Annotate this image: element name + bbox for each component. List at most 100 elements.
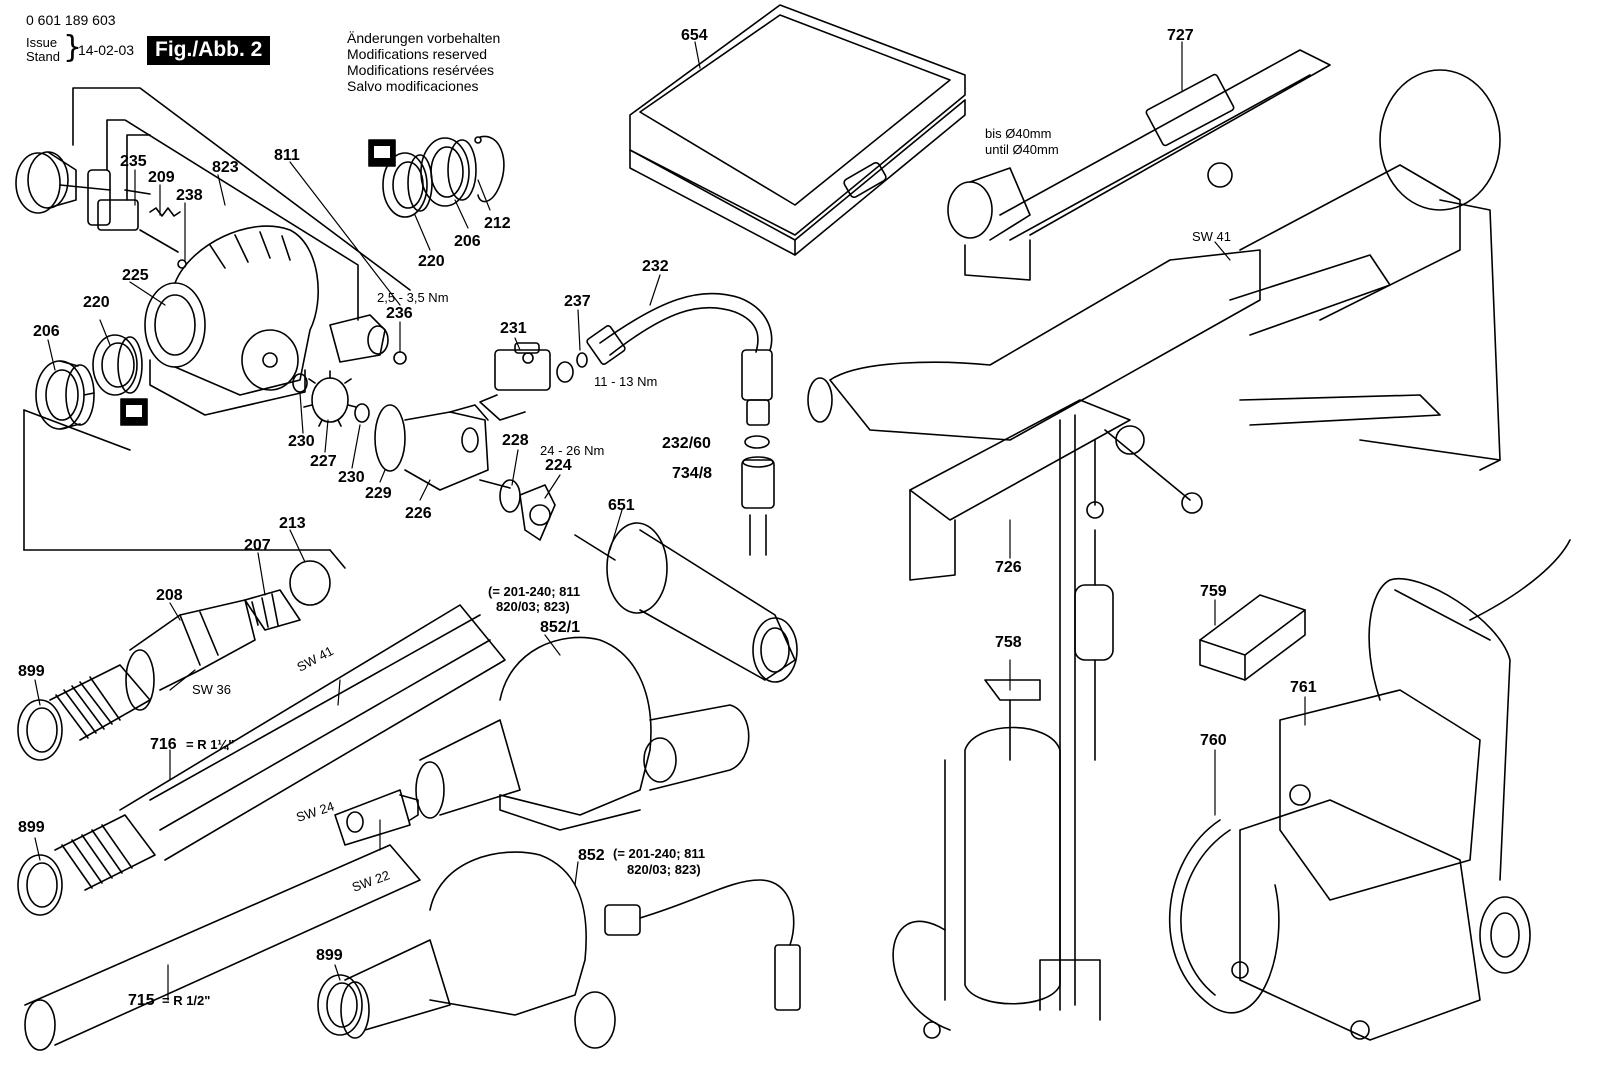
extension-tube-716	[119, 604, 506, 861]
issue-date: 14-02-03	[78, 42, 135, 58]
sw22-label: SW 22	[350, 867, 392, 894]
until-40mm: until Ø40mm	[985, 142, 1059, 157]
issue-labels: Issue Stand	[26, 36, 60, 64]
torque-224: 24 - 26 Nm	[540, 443, 604, 458]
sw36-label: SW 36	[192, 682, 231, 697]
label-231: 231	[500, 320, 527, 337]
note-852-1-line2: 820/03; 823)	[496, 599, 570, 614]
label-651: 651	[608, 497, 635, 514]
label-232: 232	[642, 258, 669, 275]
sw41-tool-label: SW 41	[1192, 229, 1231, 244]
hose-232	[586, 292, 773, 426]
side-handle-651	[574, 522, 798, 683]
label-716: 716	[150, 736, 177, 753]
threaded-end-899b	[17, 814, 156, 916]
leader-lines	[34, 41, 1306, 1001]
sw41-tube-label: SW 41	[294, 643, 335, 675]
carry-case-654	[629, 4, 966, 256]
label-759: 759	[1200, 583, 1227, 600]
vacuum-hose-760	[1168, 539, 1571, 1014]
issue-label: Issue	[26, 35, 58, 50]
seal-ring-206-upper	[420, 137, 477, 207]
label-220-upper: 220	[418, 253, 445, 270]
label-225: 225	[122, 267, 149, 284]
adapter-sw24	[334, 789, 419, 846]
label-220-left: 220	[83, 294, 110, 311]
label-899-a: 899	[18, 663, 45, 680]
oring-237	[576, 352, 588, 368]
circlip-212	[474, 135, 505, 203]
label-758: 758	[995, 634, 1022, 651]
selector-mechanism	[87, 169, 187, 269]
label-237: 237	[564, 293, 591, 310]
label-761: 761	[1290, 679, 1317, 696]
label-238: 238	[176, 187, 203, 204]
label-224: 224	[545, 457, 572, 474]
seal-ring-220-left	[92, 334, 143, 396]
threaded-end-899a	[17, 664, 151, 761]
label-209: 209	[148, 169, 175, 186]
part-number-labels: 654 727 811 823 235 209 238 212 206 220 …	[18, 27, 1317, 1009]
oring-213	[289, 560, 331, 606]
note-852-line2: 820/03; 823)	[627, 862, 701, 877]
thread-716: = R 1¼"	[186, 737, 234, 752]
figure-label: Fig./Abb. 2	[147, 36, 271, 65]
label-654: 654	[681, 27, 708, 44]
water-line-gauge	[1074, 529, 1114, 761]
torque-236: 2,5 - 3,5 Nm	[377, 290, 449, 305]
label-228: 228	[502, 432, 529, 449]
label-232-60: 232/60	[662, 435, 711, 452]
label-229: 229	[365, 485, 392, 502]
label-811: 811	[274, 147, 300, 164]
torque-237: 11 - 13 Nm	[594, 374, 657, 389]
document-number: 0 601 189 603	[26, 12, 116, 28]
drive-unit-852	[340, 851, 801, 1049]
thread-715: = R 1/2"	[162, 993, 210, 1008]
label-734-8: 734/8	[672, 465, 712, 482]
label-727: 727	[1167, 27, 1194, 44]
label-206-left: 206	[33, 323, 60, 340]
note-852-1-line1: (= 201-240; 811	[488, 584, 580, 599]
rotary-knob	[15, 151, 111, 214]
adapter-208	[125, 599, 256, 711]
stop-valve-231	[479, 342, 574, 421]
vacuum-cleaner-761	[1231, 577, 1531, 1041]
threaded-end-899c	[317, 974, 363, 1036]
label-236: 236	[386, 305, 413, 322]
drill-stand-assembly	[807, 69, 1501, 1021]
gear-housing	[144, 225, 319, 416]
stand-label: Stand	[26, 49, 60, 64]
label-823: 823	[212, 159, 239, 176]
label-235: 235	[120, 153, 147, 170]
issue-brace: }	[63, 30, 83, 65]
modifications-en: Modifications reserved	[347, 46, 488, 62]
coupling-734-8	[741, 456, 775, 556]
gear-wheel-227	[292, 370, 370, 427]
modifications-notice: Änderungen vorbehalten Modifications res…	[347, 30, 500, 94]
drive-unit-852-1	[415, 636, 750, 831]
label-230-a: 230	[288, 433, 315, 450]
label-899-b: 899	[18, 819, 45, 836]
water-swivel-226	[374, 404, 489, 491]
label-760: 760	[1200, 732, 1227, 749]
label-207: 207	[244, 537, 271, 554]
label-230-b: 230	[338, 469, 365, 486]
spindle-228	[479, 479, 556, 541]
seal-ring-206-left	[35, 360, 95, 430]
bis-40mm: bis Ø40mm	[985, 126, 1051, 141]
label-212: 212	[484, 215, 511, 232]
assembly-bracket-lines	[23, 87, 411, 569]
shaft-236	[329, 314, 407, 365]
label-852-1: 852/1	[540, 619, 580, 636]
modifications-es: Salvo modificaciones	[347, 78, 479, 94]
sw24-label: SW 24	[294, 799, 336, 825]
note-852-line1: (= 201-240; 811	[613, 846, 705, 861]
wrench-grease-icon	[120, 139, 396, 426]
modifications-de: Änderungen vorbehalten	[347, 30, 501, 46]
modifications-fr: Modifications resérvées	[347, 62, 495, 78]
label-852: 852	[578, 847, 605, 864]
label-226: 226	[405, 505, 432, 522]
label-227: 227	[310, 453, 337, 470]
